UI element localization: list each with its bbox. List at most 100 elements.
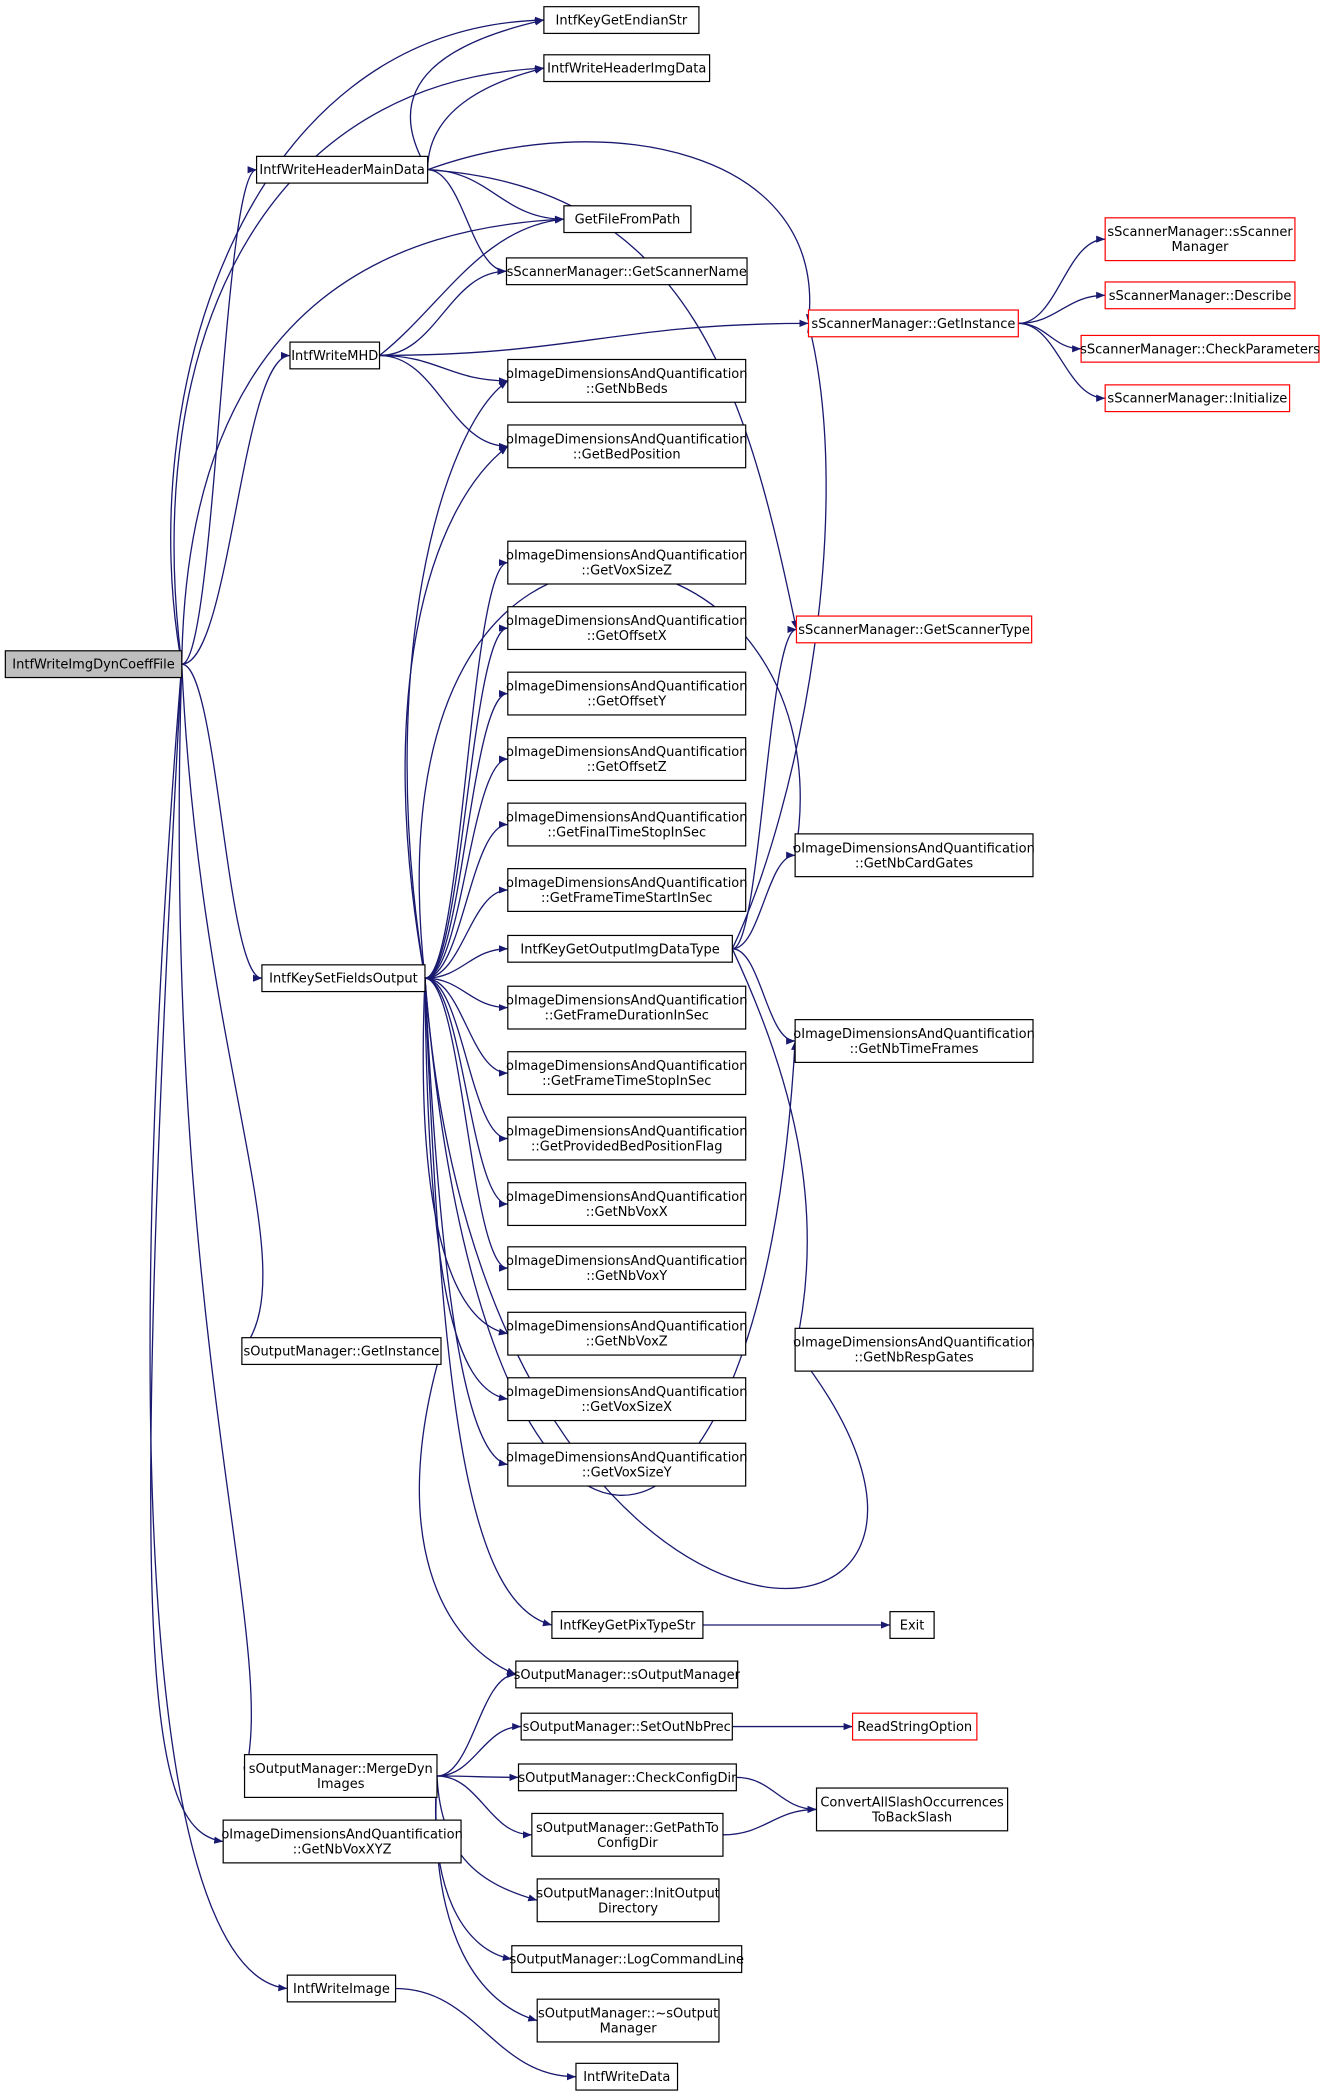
edge-root-to-outinst — [181, 664, 264, 1352]
edge-setfields-to-framestart — [424, 886, 508, 979]
node-describe[interactable]: sScannerManager::Describe — [1104, 281, 1296, 310]
node-label: oImageDimensionsAndQuantification — [506, 432, 748, 447]
node-framestart[interactable]: oImageDimensionsAndQuantification::GetFr… — [506, 868, 748, 912]
node-hdrmain[interactable]: IntfWriteHeaderMainData — [255, 155, 429, 184]
node-box — [222, 1819, 462, 1864]
node-nbresp[interactable]: oImageDimensionsAndQuantification::GetNb… — [793, 1327, 1035, 1372]
edge-mhd-to-scanname — [379, 267, 507, 357]
node-initialize[interactable]: sScannerManager::Initialize — [1104, 384, 1291, 413]
node-box — [1104, 384, 1291, 413]
node-checkparams[interactable]: sScannerManager::CheckParameters — [1080, 334, 1320, 363]
node-nbvz[interactable]: oImageDimensionsAndQuantification::GetNb… — [506, 1311, 748, 1356]
edge-outdatatype-to-nbresp — [731, 948, 808, 1350]
node-root[interactable]: IntfWriteImgDynCoeffFile — [4, 650, 183, 679]
node-label: ConfigDir — [597, 1836, 658, 1851]
node-framedur[interactable]: oImageDimensionsAndQuantification::GetFr… — [506, 985, 748, 1030]
node-box — [1104, 217, 1296, 262]
node-label: ::GetNbBeds — [586, 382, 668, 397]
node-nbframes[interactable]: oImageDimensionsAndQuantification::GetNb… — [793, 1019, 1035, 1064]
edge-root-to-nbvxyz — [150, 664, 224, 1844]
node-label: ::GetFrameTimeStartInSec — [541, 891, 712, 906]
node-box — [807, 309, 1019, 338]
node-box — [851, 1712, 978, 1741]
node-box — [507, 671, 747, 716]
node-writedata[interactable]: IntfWriteData — [575, 2062, 679, 2091]
node-label: ::GetBedPosition — [573, 447, 681, 462]
edge-mhd-to-filepath — [379, 216, 565, 356]
node-label: oImageDimensionsAndQuantification — [506, 367, 748, 382]
node-box — [507, 1311, 747, 1356]
node-voxz[interactable]: oImageDimensionsAndQuantification::GetVo… — [506, 540, 748, 585]
node-finalstop[interactable]: oImageDimensionsAndQuantification::GetFi… — [506, 802, 748, 847]
node-checkcfg[interactable]: sOutputManager::CheckConfigDir — [517, 1763, 737, 1792]
node-box — [261, 964, 426, 993]
node-box — [575, 2062, 679, 2091]
node-nbcard[interactable]: oImageDimensionsAndQuantification::GetNb… — [793, 833, 1035, 878]
node-box — [507, 358, 747, 403]
node-outinst[interactable]: sOutputManager::GetInstance — [241, 1337, 442, 1366]
node-box — [289, 341, 381, 370]
node-label: Manager — [1172, 240, 1230, 255]
node-label: ::GetVoxSizeY — [582, 1466, 672, 1481]
node-mhd[interactable]: IntfWriteMHD — [289, 341, 381, 370]
node-box — [794, 1327, 1034, 1372]
node-box — [507, 1051, 747, 1096]
edge-setfields-to-nbvx — [424, 977, 508, 1208]
node-label: oImageDimensionsAndQuantification — [506, 1451, 748, 1466]
node-box — [4, 650, 183, 679]
node-nbvy[interactable]: oImageDimensionsAndQuantification::GetNb… — [506, 1246, 748, 1291]
node-label: sScannerManager::CheckParameters — [1080, 342, 1320, 357]
node-scantype[interactable]: sScannerManager::GetScannerType — [795, 615, 1033, 644]
node-label: IntfKeySetFieldsOutput — [269, 972, 418, 987]
node-dtor[interactable]: sOutputManager::~sOutputManager — [536, 1998, 720, 2043]
edge-scaninst-to-sscanctor — [1018, 235, 1106, 325]
node-setfields[interactable]: IntfKeySetFieldsOutput — [261, 964, 426, 993]
node-voxx[interactable]: oImageDimensionsAndQuantification::GetVo… — [506, 1377, 748, 1422]
node-hdrimg[interactable]: IntfWriteHeaderImgData — [543, 54, 711, 83]
node-bedpos[interactable]: oImageDimensionsAndQuantification::GetBe… — [506, 424, 748, 469]
node-writeimg[interactable]: IntfWriteImage — [286, 1974, 397, 2003]
node-box — [507, 606, 747, 651]
node-offz[interactable]: oImageDimensionsAndQuantification::GetOf… — [506, 737, 748, 782]
node-label: IntfWriteHeaderImgData — [547, 62, 706, 77]
node-label: sOutputManager::InitOutput — [536, 1886, 719, 1901]
node-nbvxyz[interactable]: oImageDimensionsAndQuantification::GetNb… — [221, 1819, 463, 1864]
node-label: sOutputManager::MergeDyn — [249, 1762, 433, 1777]
node-label: sOutputManager::LogCommandLine — [509, 1953, 744, 1968]
node-exit[interactable]: Exit — [889, 1611, 935, 1639]
edge-setfields-to-voxx — [424, 978, 508, 1402]
node-box — [536, 1998, 720, 2043]
node-label: sScannerManager::GetScannerType — [798, 623, 1030, 638]
node-endian[interactable]: IntfKeyGetEndianStr — [543, 6, 700, 35]
node-label: oImageDimensionsAndQuantification — [506, 994, 748, 1009]
node-bedflag[interactable]: oImageDimensionsAndQuantification::GetPr… — [506, 1116, 748, 1161]
node-offx[interactable]: oImageDimensionsAndQuantification::GetOf… — [506, 606, 748, 651]
node-label: ::GetNbVoxXYZ — [293, 1842, 392, 1857]
node-scanname[interactable]: sScannerManager::GetScannerName — [505, 257, 748, 286]
node-soutmgr[interactable]: sOutputManager::sOutputManager — [514, 1660, 741, 1689]
node-nbvx[interactable]: oImageDimensionsAndQuantification::GetNb… — [506, 1182, 748, 1227]
edge-setfields-to-pixtype — [424, 978, 553, 1627]
node-filepath[interactable]: GetFileFromPath — [563, 205, 692, 234]
node-label: ::GetFrameTimeStopInSec — [542, 1074, 711, 1089]
node-voxy[interactable]: oImageDimensionsAndQuantification::GetVo… — [506, 1442, 748, 1487]
node-setoutnb[interactable]: sOutputManager::SetOutNbPrec — [520, 1712, 733, 1741]
node-outdatatype[interactable]: IntfKeyGetOutputImgDataType — [507, 934, 733, 963]
node-sscanctor[interactable]: sScannerManager::sScannerManager — [1104, 217, 1296, 262]
node-box — [889, 1611, 935, 1639]
node-scaninst[interactable]: sScannerManager::GetInstance — [807, 309, 1019, 338]
node-pixtype[interactable]: IntfKeyGetPixTypeStr — [551, 1611, 704, 1639]
edge-root-to-hdrimg — [173, 64, 544, 665]
node-label: IntfWriteMHD — [291, 349, 378, 364]
node-logcmd[interactable]: sOutputManager::LogCommandLine — [509, 1945, 744, 1974]
node-readstr[interactable]: ReadStringOption — [851, 1712, 978, 1741]
node-nbbeds[interactable]: oImageDimensionsAndQuantification::GetNb… — [506, 358, 748, 403]
node-box — [551, 1611, 704, 1639]
node-framestop[interactable]: oImageDimensionsAndQuantification::GetFr… — [506, 1051, 748, 1096]
node-offy[interactable]: oImageDimensionsAndQuantification::GetOf… — [506, 671, 748, 716]
edge-root-to-mhd — [181, 351, 291, 665]
